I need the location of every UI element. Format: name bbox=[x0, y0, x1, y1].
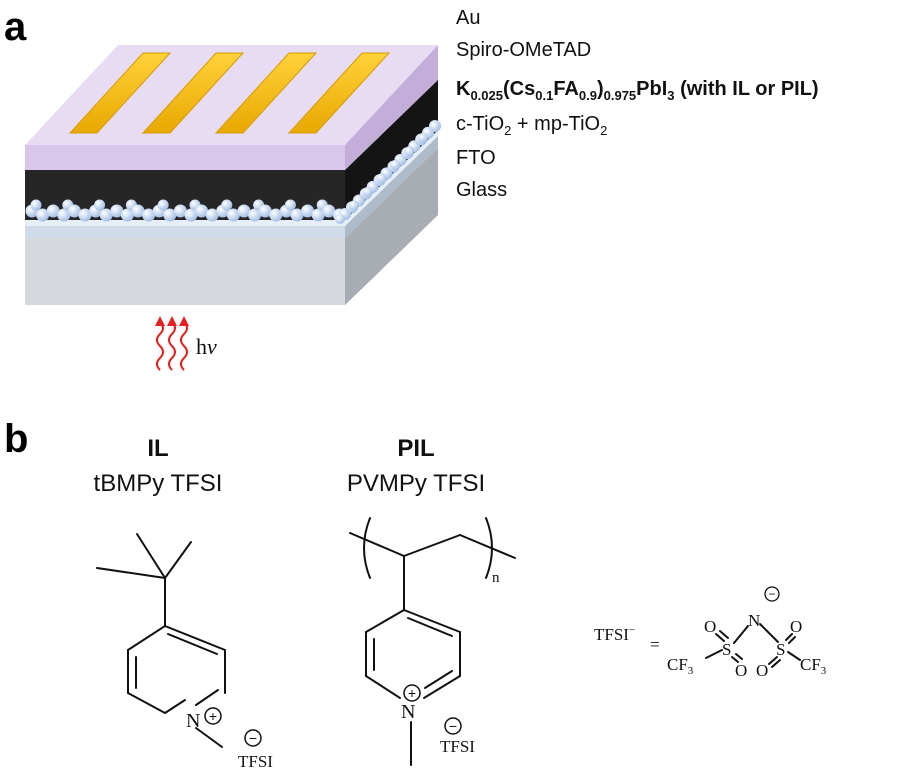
light-label: hν bbox=[196, 334, 217, 359]
svg-text:−: − bbox=[249, 730, 257, 746]
tio2-bead bbox=[163, 208, 177, 222]
tio2-bead bbox=[184, 208, 198, 222]
mp-tio2-beads bbox=[25, 120, 441, 224]
pil-structure bbox=[349, 517, 516, 766]
il-name: tBMPy TFSI bbox=[94, 470, 223, 497]
pil-n-atom: N bbox=[401, 701, 415, 723]
tio2-bead bbox=[284, 199, 296, 211]
label-glass: Glass bbox=[456, 179, 507, 201]
tfsi-n: N bbox=[748, 611, 760, 630]
tio2-bead bbox=[335, 214, 345, 224]
tfsi-o2: O bbox=[735, 661, 747, 680]
tio2-bead bbox=[429, 120, 441, 132]
perovskite-layer bbox=[25, 80, 438, 220]
tfsi-o4: O bbox=[756, 661, 768, 680]
tio2-bead bbox=[46, 204, 60, 218]
tfsi-lhs: TFSI− bbox=[594, 624, 635, 644]
tio2-bead bbox=[36, 208, 50, 222]
pil-repeat-n: n bbox=[492, 570, 500, 586]
tio2-bead bbox=[376, 173, 387, 184]
pil-title: PIL bbox=[397, 435, 434, 462]
tio2-bead bbox=[67, 204, 81, 218]
au-electrode-2 bbox=[141, 52, 245, 134]
panel-label-b: b bbox=[4, 417, 28, 461]
tio2-bead bbox=[226, 208, 240, 222]
svg-text:+: + bbox=[209, 708, 217, 724]
tio2-bead bbox=[131, 204, 145, 218]
pil-counter-ion: TFSI bbox=[440, 737, 475, 756]
tio2-bead bbox=[94, 199, 106, 211]
au-electrode-4 bbox=[287, 52, 391, 134]
tfsi-equals: = bbox=[650, 635, 660, 654]
tio2-bead bbox=[248, 208, 262, 222]
label-fto: FTO bbox=[456, 147, 496, 169]
tio2-bead bbox=[348, 200, 359, 211]
device-stack bbox=[25, 45, 441, 305]
tio2-bead bbox=[418, 132, 429, 143]
tfsi-s-left: S bbox=[722, 640, 731, 659]
au-electrodes bbox=[68, 52, 391, 134]
tio2-bead bbox=[120, 208, 134, 222]
tio2-bead bbox=[290, 208, 304, 222]
tfsi-o1: O bbox=[704, 617, 716, 636]
svg-text:−: − bbox=[768, 587, 775, 601]
il-title: IL bbox=[147, 435, 168, 462]
tfsi-cf3-right: CF3 bbox=[800, 655, 827, 677]
fto-layer bbox=[25, 136, 438, 238]
il-n-atom: N bbox=[186, 710, 200, 732]
tfsi-cf3-left: CF3 bbox=[667, 655, 694, 677]
tio2-bead bbox=[30, 199, 42, 211]
tio2-bead bbox=[195, 204, 209, 218]
svg-text:+: + bbox=[408, 685, 416, 701]
label-au: Au bbox=[456, 7, 480, 29]
il-counter-ion: TFSI bbox=[238, 752, 273, 771]
tio2-bead bbox=[173, 204, 187, 218]
tio2-bead bbox=[221, 199, 233, 211]
spiro-layer-side bbox=[345, 45, 438, 170]
tfsi-s-right: S bbox=[776, 640, 785, 659]
au-electrode-1 bbox=[68, 52, 172, 134]
tio2-bead bbox=[322, 204, 336, 218]
tio2-bead bbox=[157, 199, 169, 211]
pil-minus-charge bbox=[444, 717, 462, 735]
au-electrode-3 bbox=[214, 52, 318, 134]
tio2-bead bbox=[142, 208, 156, 222]
tio2-bead bbox=[99, 208, 113, 222]
tio2-bead bbox=[57, 208, 71, 222]
glass-layer-side bbox=[345, 148, 438, 305]
tio2-bead bbox=[362, 186, 373, 197]
tio2-bead bbox=[237, 204, 251, 218]
label-spiro: Spiro-OMeTAD bbox=[456, 39, 591, 61]
pil-name: PVMPy TFSI bbox=[347, 470, 485, 497]
svg-text:−: − bbox=[449, 718, 457, 734]
panel-label-a: a bbox=[4, 5, 27, 49]
tio2-bead bbox=[110, 204, 124, 218]
fto-layer-side bbox=[345, 136, 438, 238]
tio2-bead bbox=[301, 204, 315, 218]
tio2-bead bbox=[404, 146, 415, 157]
tio2-bead bbox=[390, 159, 401, 170]
glass-layer bbox=[25, 148, 438, 305]
tio2-bead bbox=[269, 208, 283, 222]
tio2-bead bbox=[78, 208, 92, 222]
pil-plus-charge bbox=[403, 684, 421, 702]
tfsi-minus-charge bbox=[764, 586, 780, 602]
tio2-bead bbox=[205, 208, 219, 222]
tio2-bead bbox=[258, 204, 272, 218]
tio2-bead bbox=[311, 208, 325, 222]
label-perovskite: K0.025(Cs0.1FA0.9)0.975PbI3 (with IL or … bbox=[456, 78, 819, 103]
light-waves-icon bbox=[155, 316, 189, 371]
il-structure bbox=[96, 533, 226, 748]
spiro-layer bbox=[25, 145, 345, 170]
il-minus-charge bbox=[244, 729, 262, 747]
tfsi-o3: O bbox=[790, 617, 802, 636]
il-plus-charge bbox=[204, 707, 222, 725]
label-tio2: c-TiO2 + mp-TiO2 bbox=[456, 113, 607, 138]
tfsi-definition: TFSI− = CF3 S O O N − S O O CF3 bbox=[594, 586, 827, 680]
